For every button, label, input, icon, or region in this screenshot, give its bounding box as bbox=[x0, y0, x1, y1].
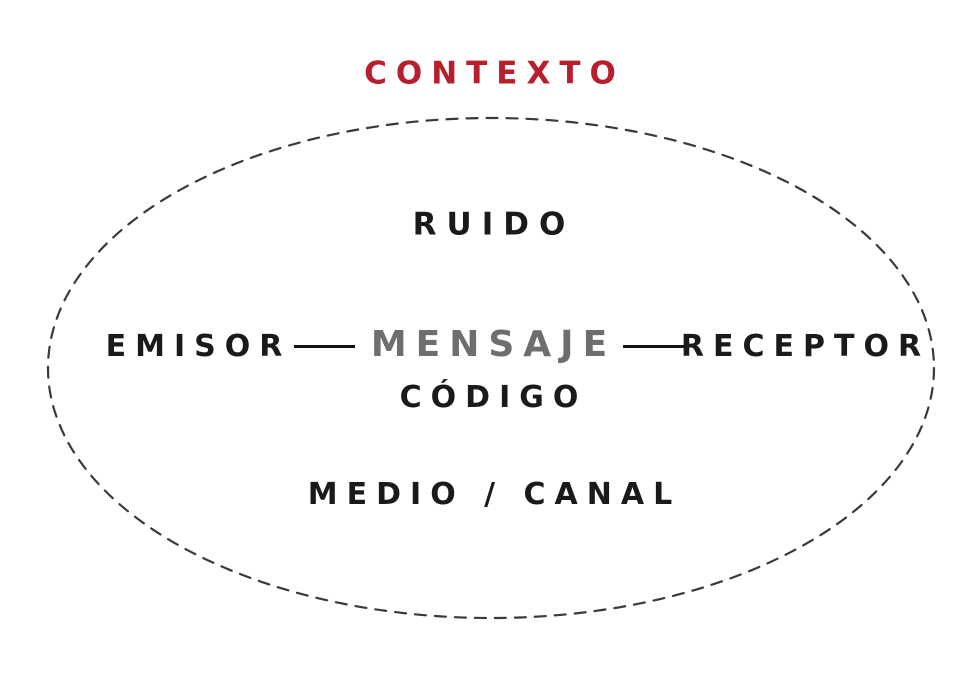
dashed-ellipse-shape bbox=[46, 116, 936, 620]
connector-mensaje-receptor bbox=[623, 345, 685, 348]
node-label-emisor: EMISOR bbox=[105, 329, 292, 364]
node-label-ruido: RUIDO bbox=[412, 206, 576, 243]
node-label-receptor: RECEPTOR bbox=[680, 329, 931, 364]
connector-emisor-mensaje bbox=[294, 345, 355, 348]
node-label-mensaje: MENSAJE bbox=[370, 324, 617, 365]
node-label-codigo: CÓDIGO bbox=[399, 380, 588, 415]
node-label-medio-canal: MEDIO / CANAL bbox=[307, 477, 682, 512]
diagram-title-contexto: CONTEXTO bbox=[364, 55, 625, 92]
